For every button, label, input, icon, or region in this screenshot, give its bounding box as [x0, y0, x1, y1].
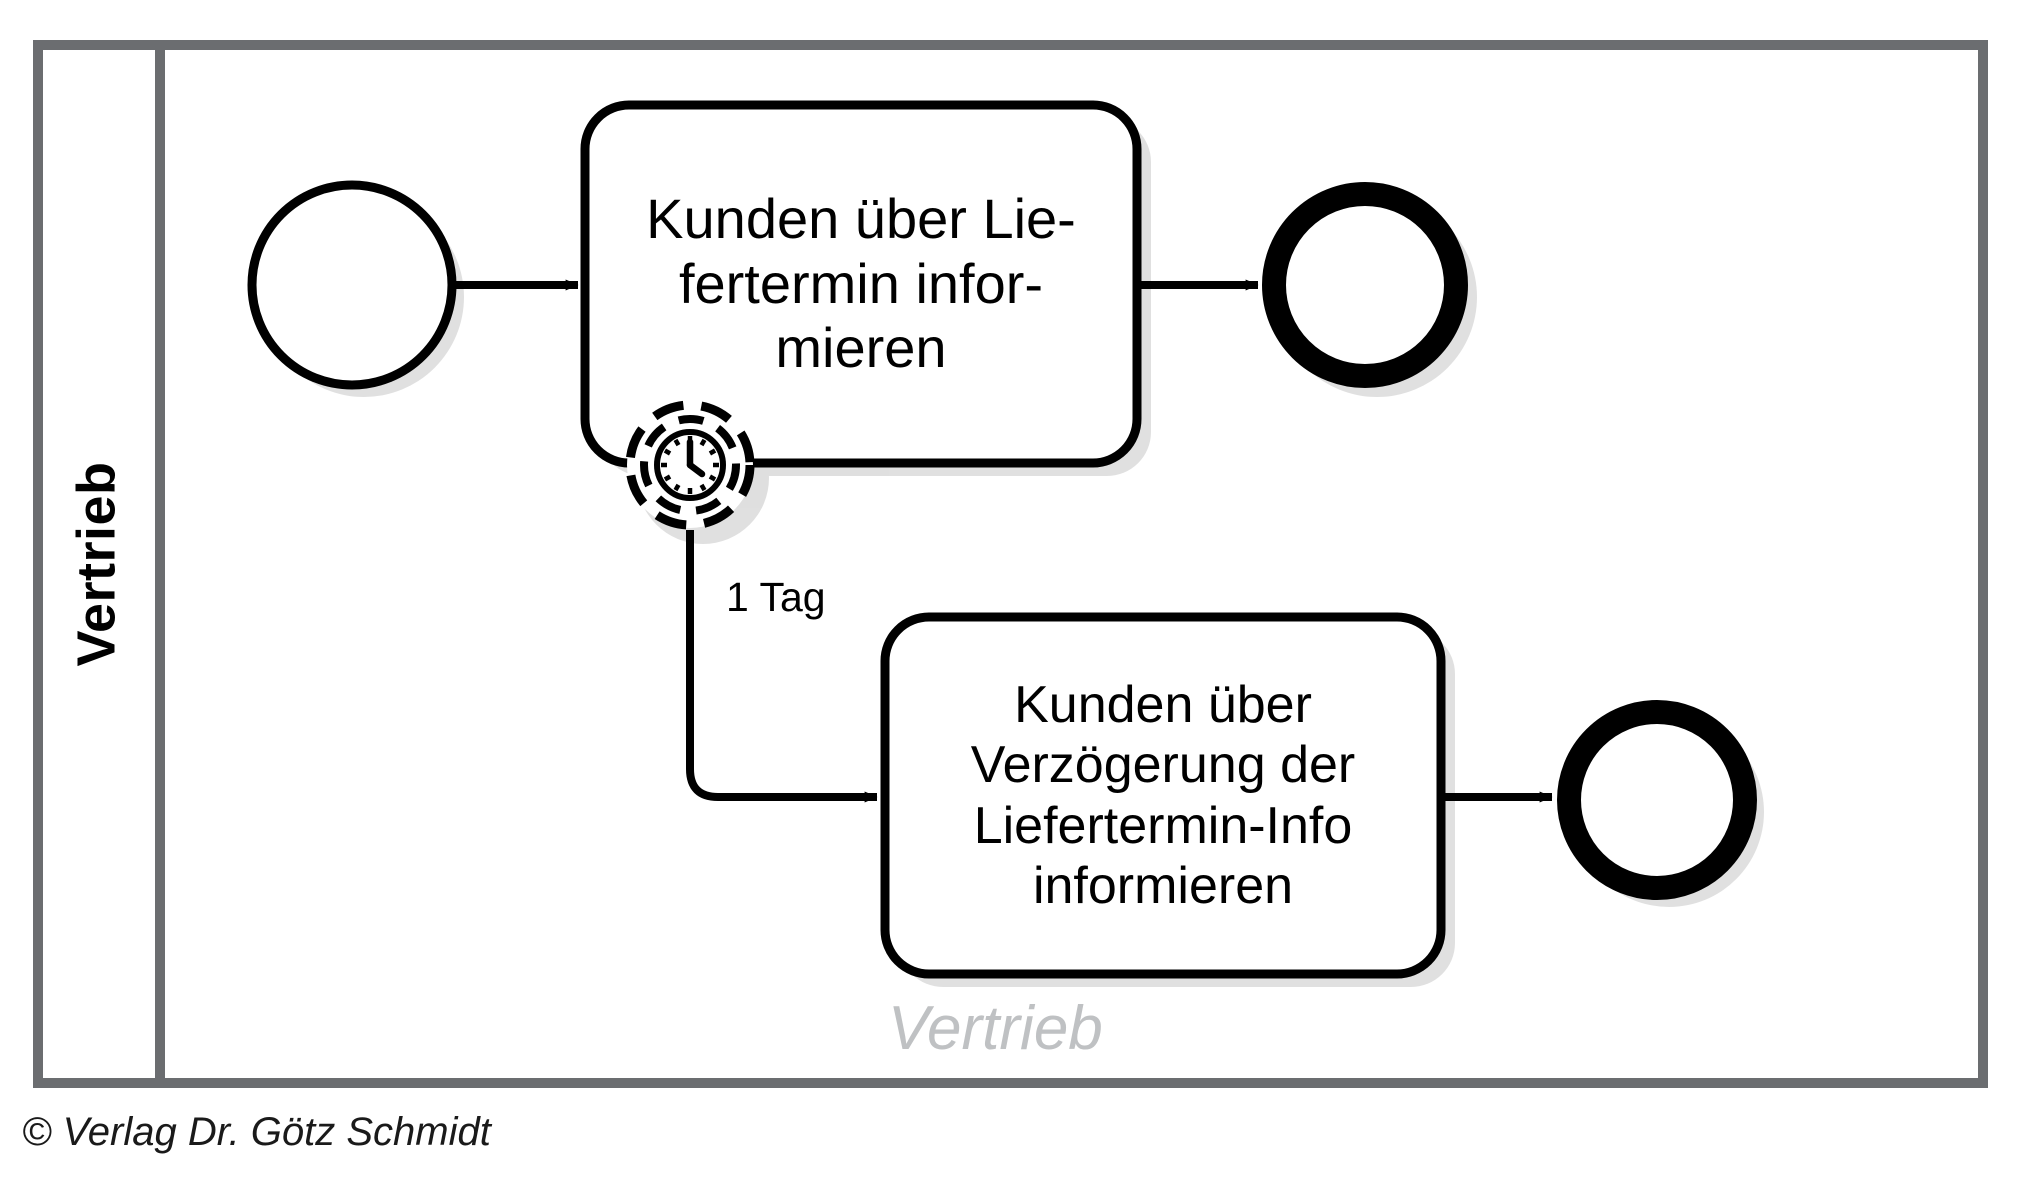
- start-event[interactable]: [247, 180, 457, 390]
- task-1-box[interactable]: [580, 100, 1142, 468]
- sequence-flows: [452, 279, 1553, 803]
- task-informieren-verzoegerung[interactable]: [880, 612, 1446, 979]
- end-event-2[interactable]: [1557, 700, 1757, 900]
- boundary-timer-event[interactable]: [625, 400, 755, 530]
- timer-inner-dashed-ring: [640, 415, 740, 515]
- flow-timer-to-task2[interactable]: [686, 530, 878, 803]
- task-2-box[interactable]: [880, 612, 1446, 979]
- task-informieren-liefertermin[interactable]: [580, 100, 1142, 468]
- copyright-notice: © Verlag Dr. Götz Schmidt: [22, 1110, 491, 1154]
- start-event-circle[interactable]: [247, 180, 457, 390]
- end-event-2-circle[interactable]: [1557, 700, 1757, 900]
- clock-icon: [654, 429, 726, 501]
- end-event-1-circle[interactable]: [1262, 182, 1468, 388]
- timer-outer-dashed-ring: [625, 400, 755, 530]
- end-event-1[interactable]: [1262, 182, 1468, 388]
